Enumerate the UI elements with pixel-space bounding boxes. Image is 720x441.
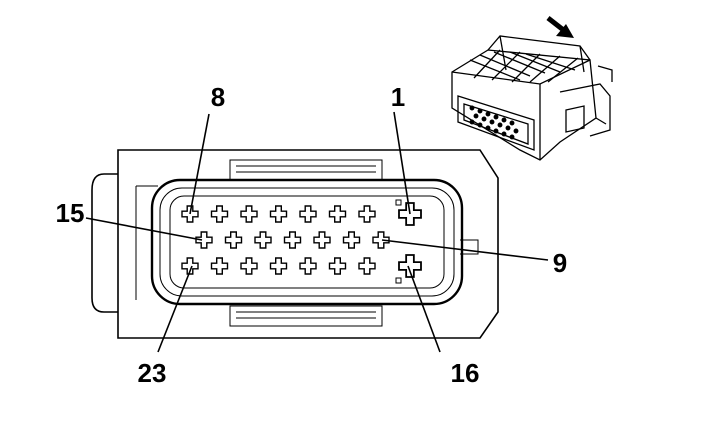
- pin-terminal: [269, 205, 288, 223]
- leader-pin-15: [85, 217, 203, 241]
- leader-pin-23: [157, 265, 193, 353]
- pin-terminal: [372, 231, 390, 249]
- label-pin-16: 16: [451, 358, 480, 388]
- pin-labels: 8 1 15 9 23 16: [56, 82, 568, 388]
- pin-terminal: [342, 231, 361, 249]
- pin-terminal: [240, 257, 258, 275]
- pin-terminal: [283, 231, 302, 249]
- pin-terminal: [299, 257, 317, 275]
- pin-terminal: [358, 257, 376, 275]
- leader-pin-9: [381, 239, 549, 261]
- label-pin-8: 8: [211, 82, 225, 112]
- arrow-icon: [546, 16, 574, 38]
- pin-terminal: [254, 231, 272, 249]
- pin-terminal: [328, 205, 347, 223]
- leader-lines: [85, 111, 549, 353]
- pin-terminal: [269, 257, 288, 275]
- connector-face: [91, 149, 499, 339]
- pin-terminal: [328, 257, 347, 275]
- label-pin-9: 9: [553, 248, 567, 278]
- pin-terminal: [195, 231, 213, 249]
- pin-terminal: [398, 254, 422, 278]
- pin-terminal: [210, 205, 229, 223]
- pin-terminal: [181, 257, 199, 275]
- label-pin-23: 23: [138, 358, 167, 388]
- pin-terminal: [224, 231, 243, 249]
- connector-3d-icon: [451, 35, 613, 161]
- leader-pin-16: [407, 265, 441, 353]
- pin-grid: [181, 199, 422, 284]
- leader-pin-8: [189, 113, 210, 215]
- pin-terminal: [240, 205, 258, 223]
- label-pin-1: 1: [391, 82, 405, 112]
- leader-pin-1: [393, 111, 411, 215]
- pin-terminal: [210, 257, 229, 275]
- pin-keying-mark: [395, 199, 402, 206]
- pin-terminal: [313, 231, 331, 249]
- pin-terminal: [358, 205, 376, 223]
- label-pin-15: 15: [56, 198, 85, 228]
- pin-keying-mark: [395, 277, 402, 284]
- pin-terminal: [299, 205, 317, 223]
